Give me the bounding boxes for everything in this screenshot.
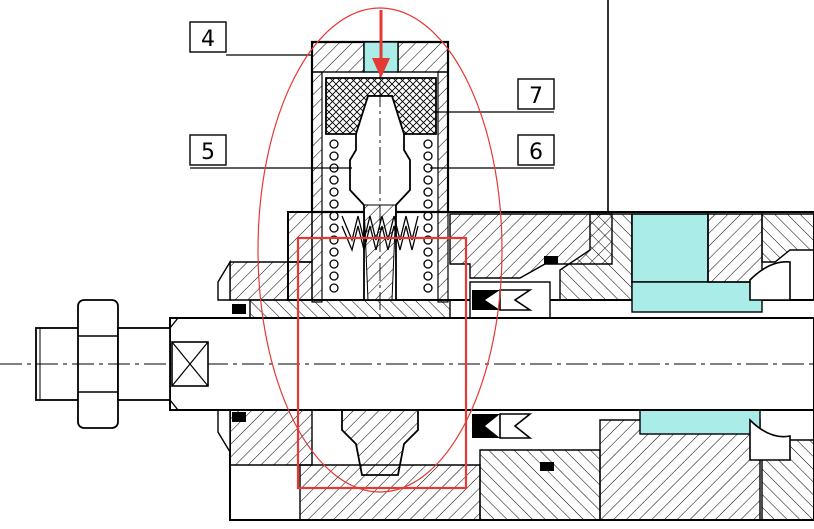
- callout-6: 6: [430, 134, 555, 169]
- valve-poppet: [349, 60, 411, 320]
- highlight-ellipse: [257, 7, 503, 493]
- highlight-rectangle: [296, 236, 468, 490]
- fluid-port-lower: [639, 409, 761, 435]
- svg-text:7: 7: [529, 84, 543, 109]
- fluid-port-upper: [631, 213, 709, 283]
- callout-5: 5: [189, 134, 352, 169]
- piston-rod: [169, 317, 814, 411]
- svg-text:4: 4: [201, 27, 215, 52]
- callout-4: 4: [189, 21, 312, 56]
- flow-arrow: [372, 10, 390, 78]
- rod-end: [0, 299, 209, 429]
- seals: [232, 256, 791, 461]
- valve-seat-lower: [341, 409, 419, 476]
- svg-text:6: 6: [529, 140, 543, 165]
- svg-text:5: 5: [201, 140, 215, 165]
- valve-springs: [329, 139, 433, 293]
- callout-7: 7: [436, 78, 555, 113]
